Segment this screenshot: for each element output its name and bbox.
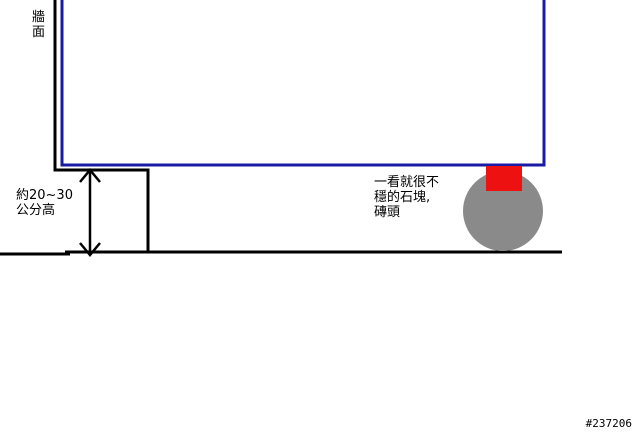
stone-label-line1: 一看就很不 [374, 175, 440, 190]
stone-label-line3: 磚頭 [374, 205, 401, 220]
height-label: 約20~30 公分高 [16, 188, 73, 218]
height-arrow [79, 168, 101, 257]
height-label-line1: 約20~30 [16, 188, 73, 203]
stone-circle [463, 171, 543, 251]
cabinet-box [60, 0, 546, 167]
height-label-line2: 公分高 [16, 203, 56, 218]
wall-line [53, 0, 150, 252]
watermark-id: #237206 [585, 417, 632, 430]
stone-label: 一看就很不 穩的石塊, 磚頭 [374, 175, 439, 220]
stone-label-line2: 穩的石塊, [374, 190, 431, 205]
brick-block [486, 166, 522, 191]
wall-label: 牆面 [32, 10, 46, 40]
